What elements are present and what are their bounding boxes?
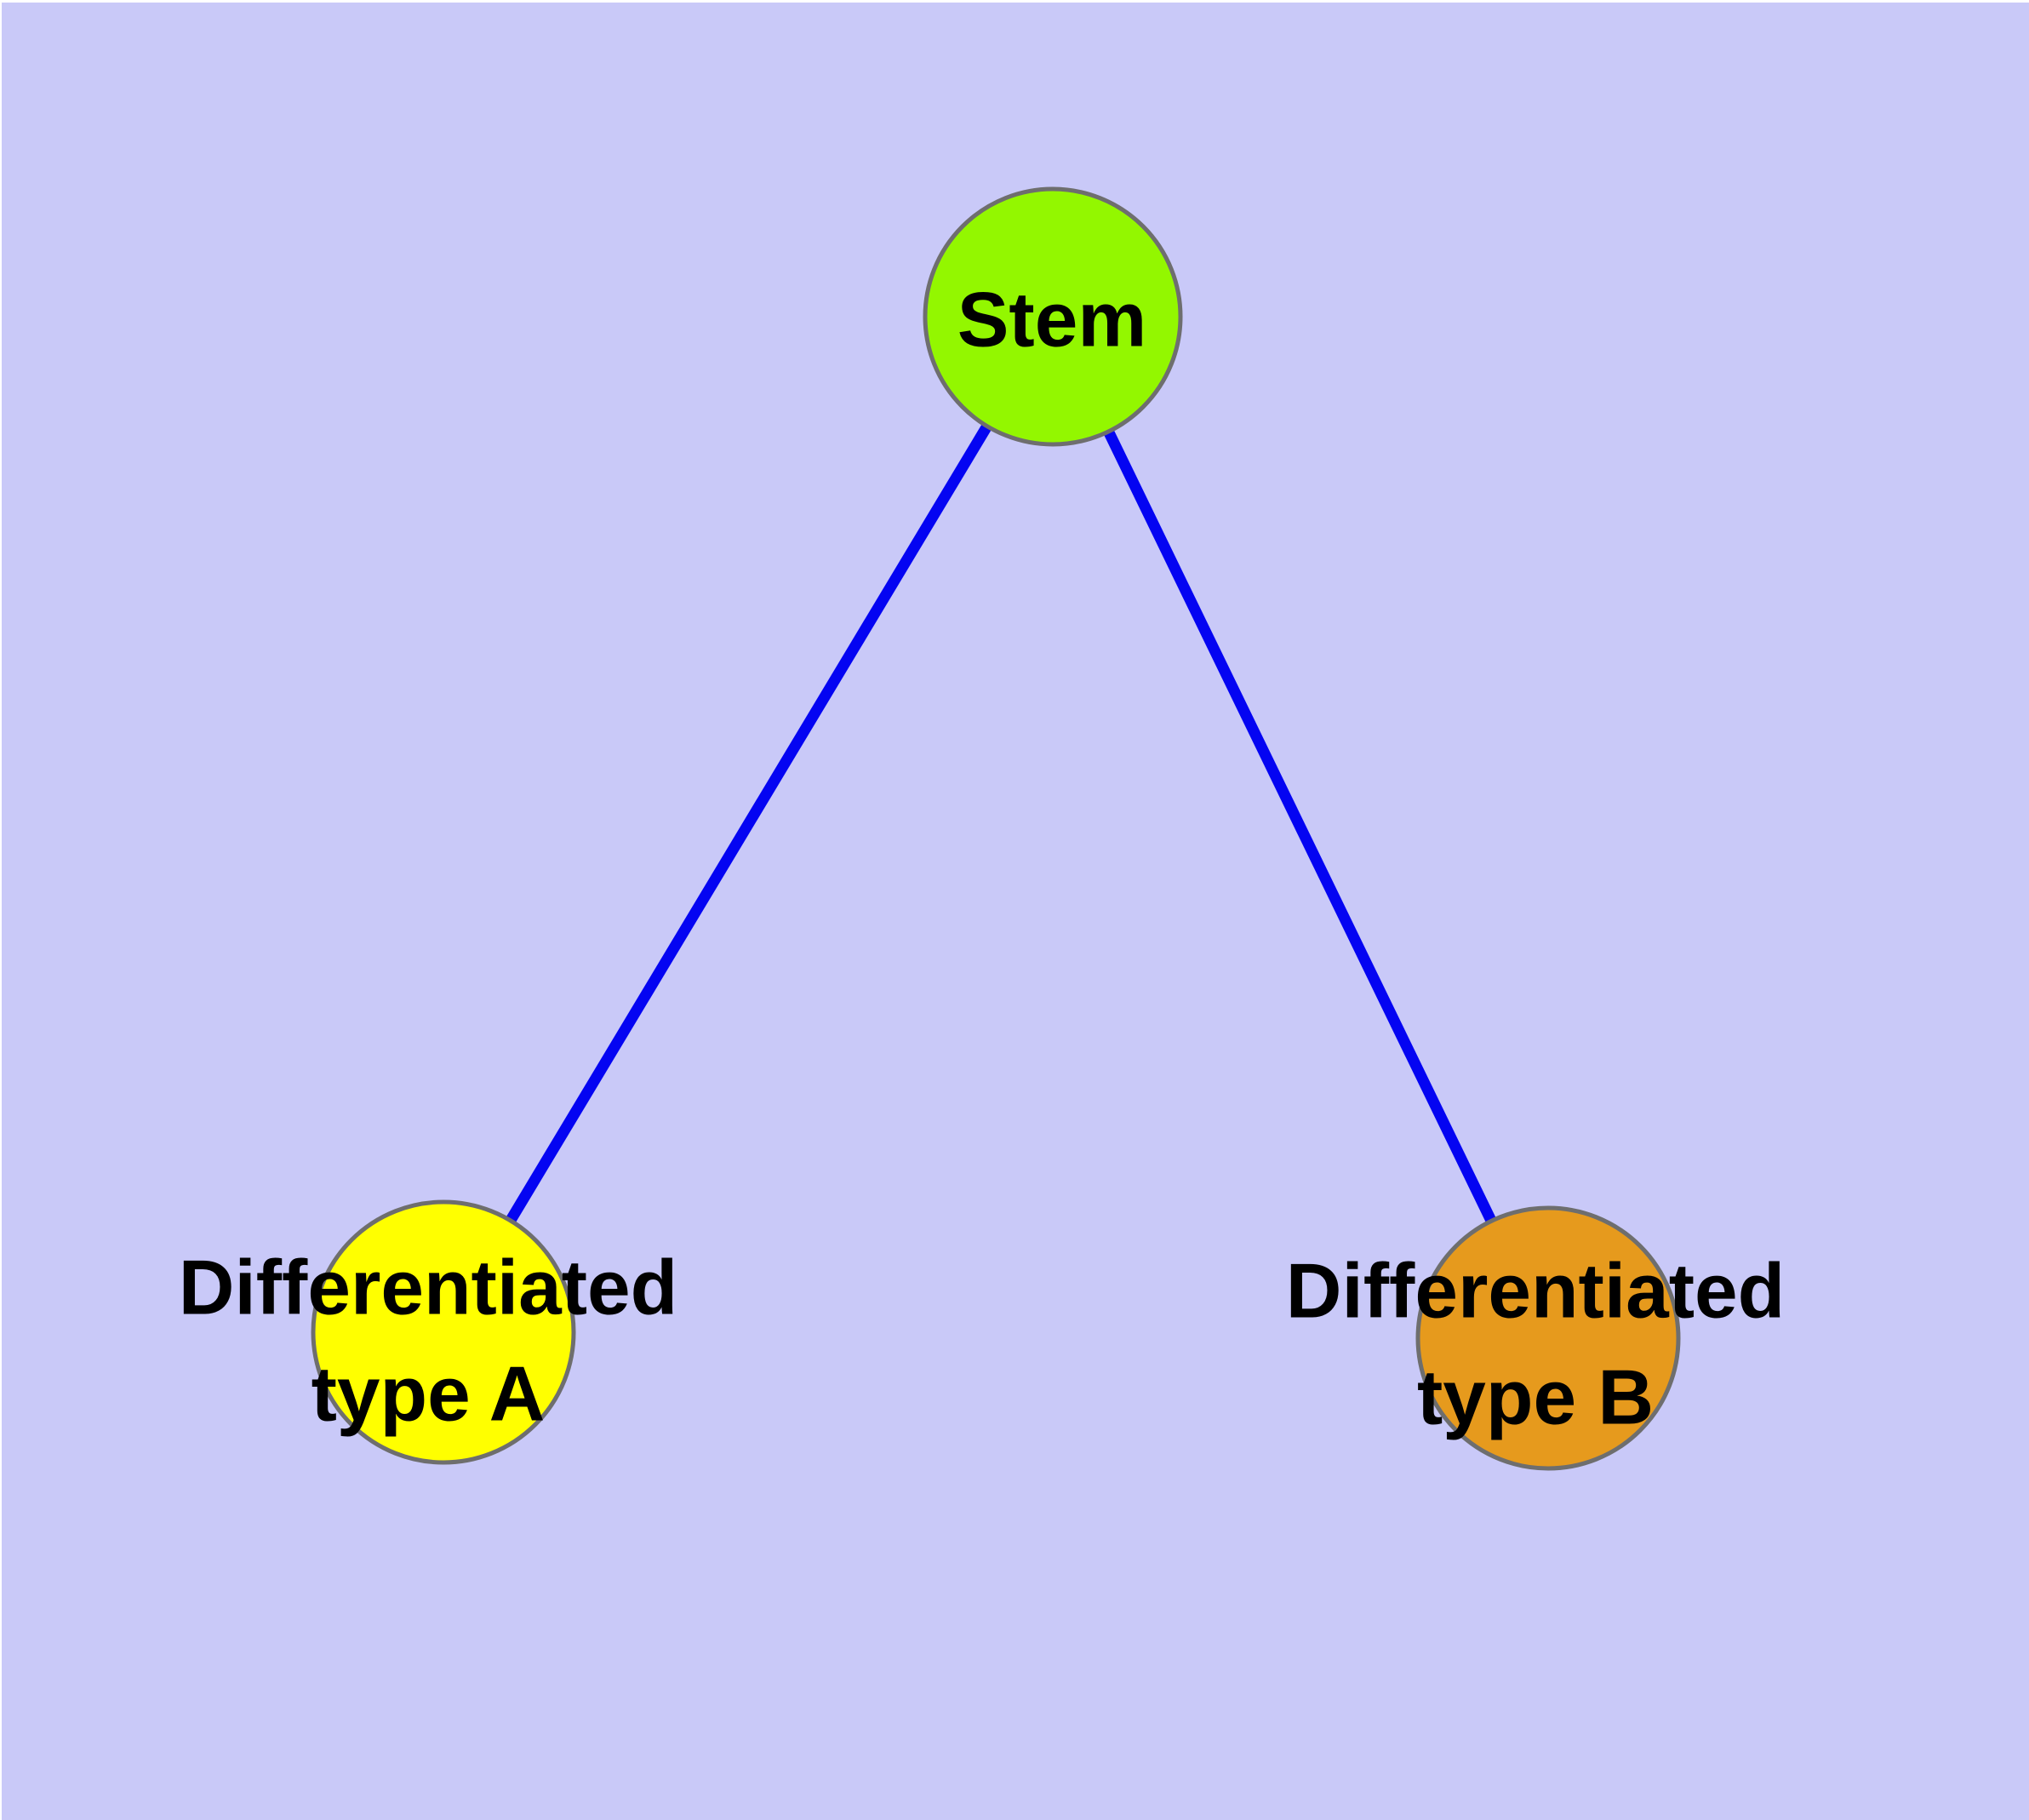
node-type-b-circle	[1415, 1205, 1681, 1471]
edge-stem-to-type-a	[438, 313, 1058, 1336]
edge-stem-to-type-b	[1048, 314, 1553, 1341]
node-type-a-circle	[311, 1199, 576, 1465]
node-stem-circle	[923, 186, 1183, 447]
